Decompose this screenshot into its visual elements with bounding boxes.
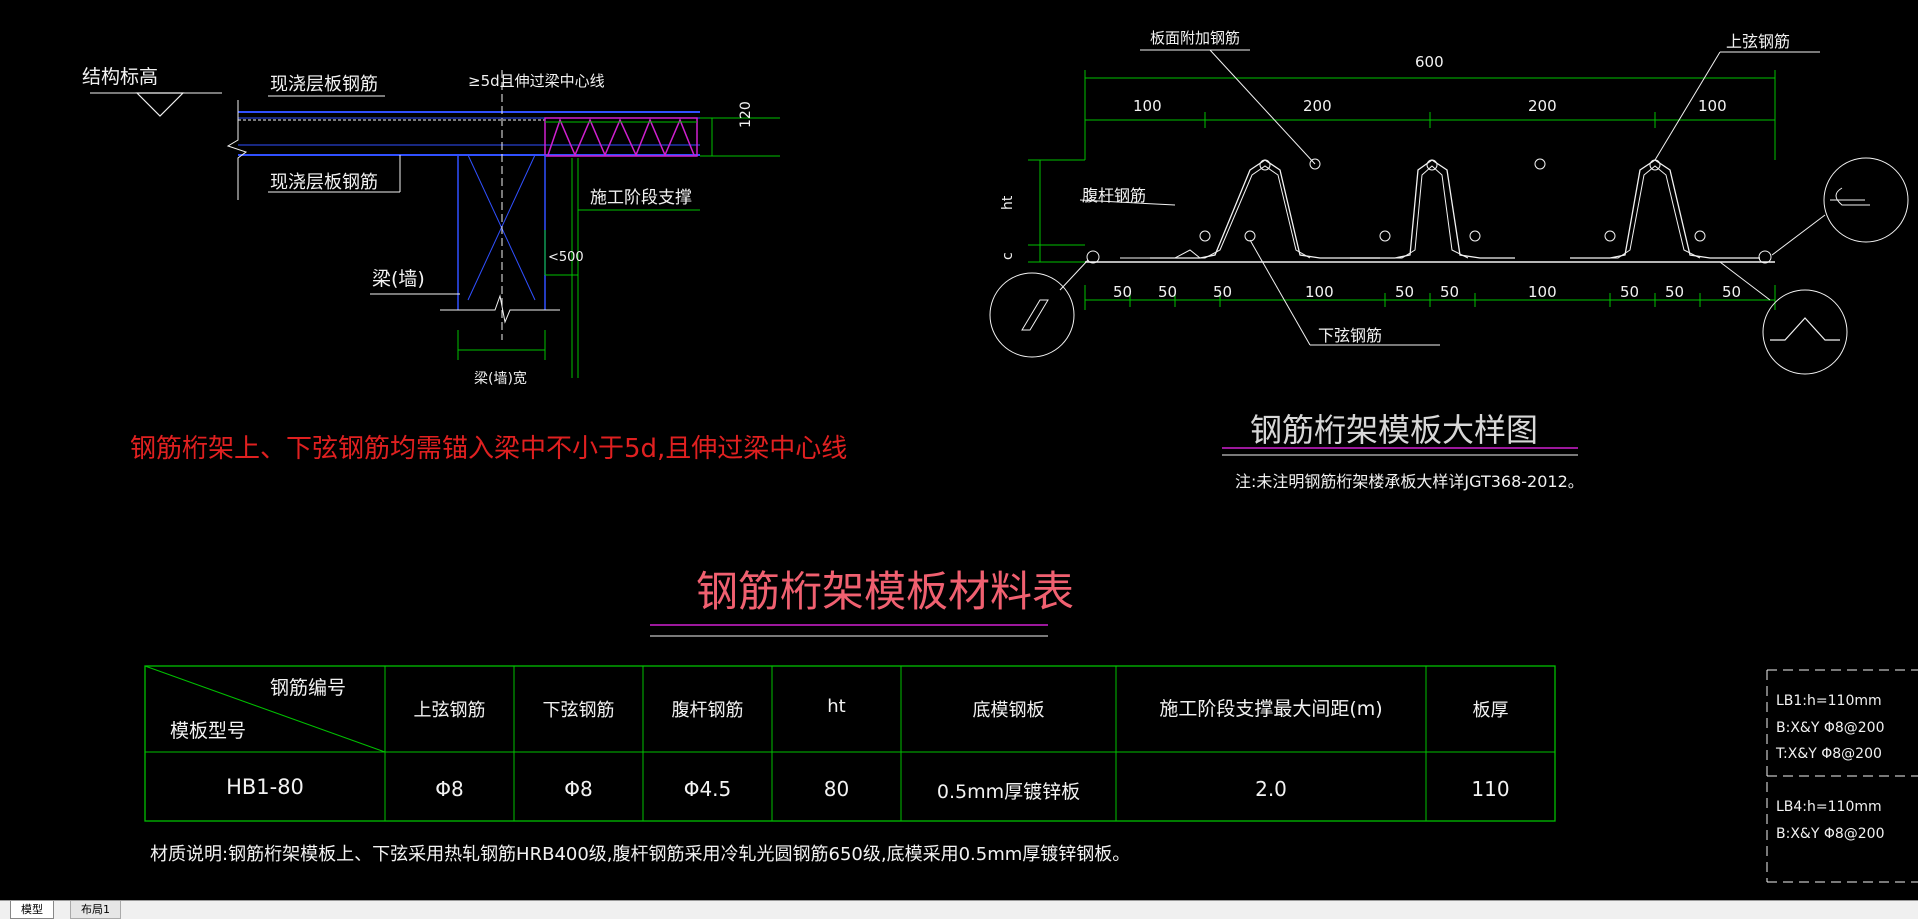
slab-rebar-top-label: 现浇层板钢筋 — [270, 74, 378, 95]
legend-lb1-title: LB1:h=110mm — [1776, 693, 1882, 709]
legend-lb1-top: T:X&Y Φ8@200 — [1776, 746, 1882, 762]
table-cell-deck-plate: 0.5mm厚镀锌板 — [936, 781, 1081, 803]
bottom-chord-label: 下弦钢筋 — [1318, 326, 1383, 345]
struct-level-label: 结构标高 — [82, 66, 159, 88]
slab-rebar-bottom-label: 现浇层板钢筋 — [270, 172, 378, 193]
dim-bottom-4: 100 — [1305, 283, 1334, 301]
table-header-ht: ht — [827, 696, 846, 717]
table-cell-slab-thickness: 110 — [1471, 777, 1510, 801]
table-header-deck-plate: 底模钢板 — [972, 700, 1045, 721]
table-cell-bottom-chord: Φ8 — [564, 777, 593, 801]
dim-top-100-right: 100 — [1698, 97, 1727, 115]
dim-bottom-1: 50 — [1113, 283, 1133, 301]
dim-bottom-5: 50 — [1395, 283, 1415, 301]
detail-note: 注:未注明钢筋桁架楼承板大样详JGT368-2012。 — [1235, 472, 1584, 491]
dim-top-200-right: 200 — [1528, 97, 1557, 115]
dim-120-label: 120 — [738, 101, 754, 128]
dim-bottom-6: 50 — [1440, 283, 1460, 301]
beam-label: 梁(墙) — [372, 268, 425, 290]
dim-600-label: 600 — [1415, 53, 1444, 71]
dim-bottom-2: 50 — [1158, 283, 1178, 301]
cad-drawing-canvas[interactable]: 结构标高 现浇层板钢筋 现浇层板钢筋 ≥5d且伸过梁中心线 120 施工阶段支撑… — [0, 0, 1918, 900]
table-corner-top: 钢筋编号 — [270, 677, 347, 699]
table-cell-model: HB1-80 — [226, 775, 304, 799]
table-cell-ht: 80 — [823, 777, 850, 801]
dim-bottom-9: 50 — [1665, 283, 1685, 301]
table-header-support-spacing: 施工阶段支撑最大间距(m) — [1159, 698, 1383, 720]
drawing-lines — [90, 49, 1918, 883]
detail-title: 钢筋桁架模板大样图 — [1250, 411, 1539, 449]
dim-bottom-8: 50 — [1620, 283, 1640, 301]
legend-lb1-bottom: B:X&Y Φ8@200 — [1776, 720, 1885, 736]
table-title: 钢筋桁架模板材料表 — [696, 567, 1075, 616]
table-header-top-chord: 上弦钢筋 — [413, 700, 486, 721]
anchor-note-label: ≥5d且伸过梁中心线 — [468, 72, 605, 90]
tab-layout1[interactable]: 布局1 — [70, 901, 121, 919]
tab-model[interactable]: 模型 — [10, 901, 54, 919]
legend-lb4-title: LB4:h=110mm — [1776, 799, 1882, 815]
dim-bottom-10: 50 — [1722, 283, 1742, 301]
ht-dim-label: ht — [1000, 195, 1016, 210]
dim-bottom-3: 50 — [1213, 283, 1233, 301]
material-note: 材质说明:钢筋桁架模板上、下弦采用热轧钢筋HRB400级,腹杆钢筋采用冷轧光圆钢… — [150, 844, 1131, 865]
dim-top-100-left: 100 — [1133, 97, 1162, 115]
top-chord-label: 上弦钢筋 — [1726, 32, 1791, 51]
table-cell-support-spacing: 2.0 — [1255, 777, 1287, 801]
table-cell-top-chord: Φ8 — [435, 777, 464, 801]
table-header-web: 腹杆钢筋 — [671, 700, 744, 721]
layout-tab-bar: 模型 布局1 — [0, 900, 1918, 919]
legend-lb4-bottom: B:X&Y Φ8@200 — [1776, 826, 1885, 842]
table-corner-bottom: 模板型号 — [170, 720, 247, 742]
support-label: 施工阶段支撑 — [590, 188, 692, 208]
web-rebar-label: 腹杆钢筋 — [1082, 186, 1147, 205]
beam-width-label: 梁(墙)宽 — [474, 371, 527, 387]
dim-top-200-left: 200 — [1303, 97, 1332, 115]
dim-500-label: <500 — [548, 250, 584, 265]
c-dim-label: c — [1000, 252, 1016, 260]
anchorage-red-note: 钢筋桁架上、下弦钢筋均需锚入梁中不小于5d,且伸过梁中心线 — [130, 434, 848, 464]
extra-rebar-label: 板面附加钢筋 — [1150, 29, 1241, 47]
table-cell-web: Φ4.5 — [683, 777, 732, 801]
dim-bottom-7: 100 — [1528, 283, 1557, 301]
table-header-slab-thickness: 板厚 — [1472, 700, 1509, 721]
table-header-bottom-chord: 下弦钢筋 — [542, 700, 615, 721]
